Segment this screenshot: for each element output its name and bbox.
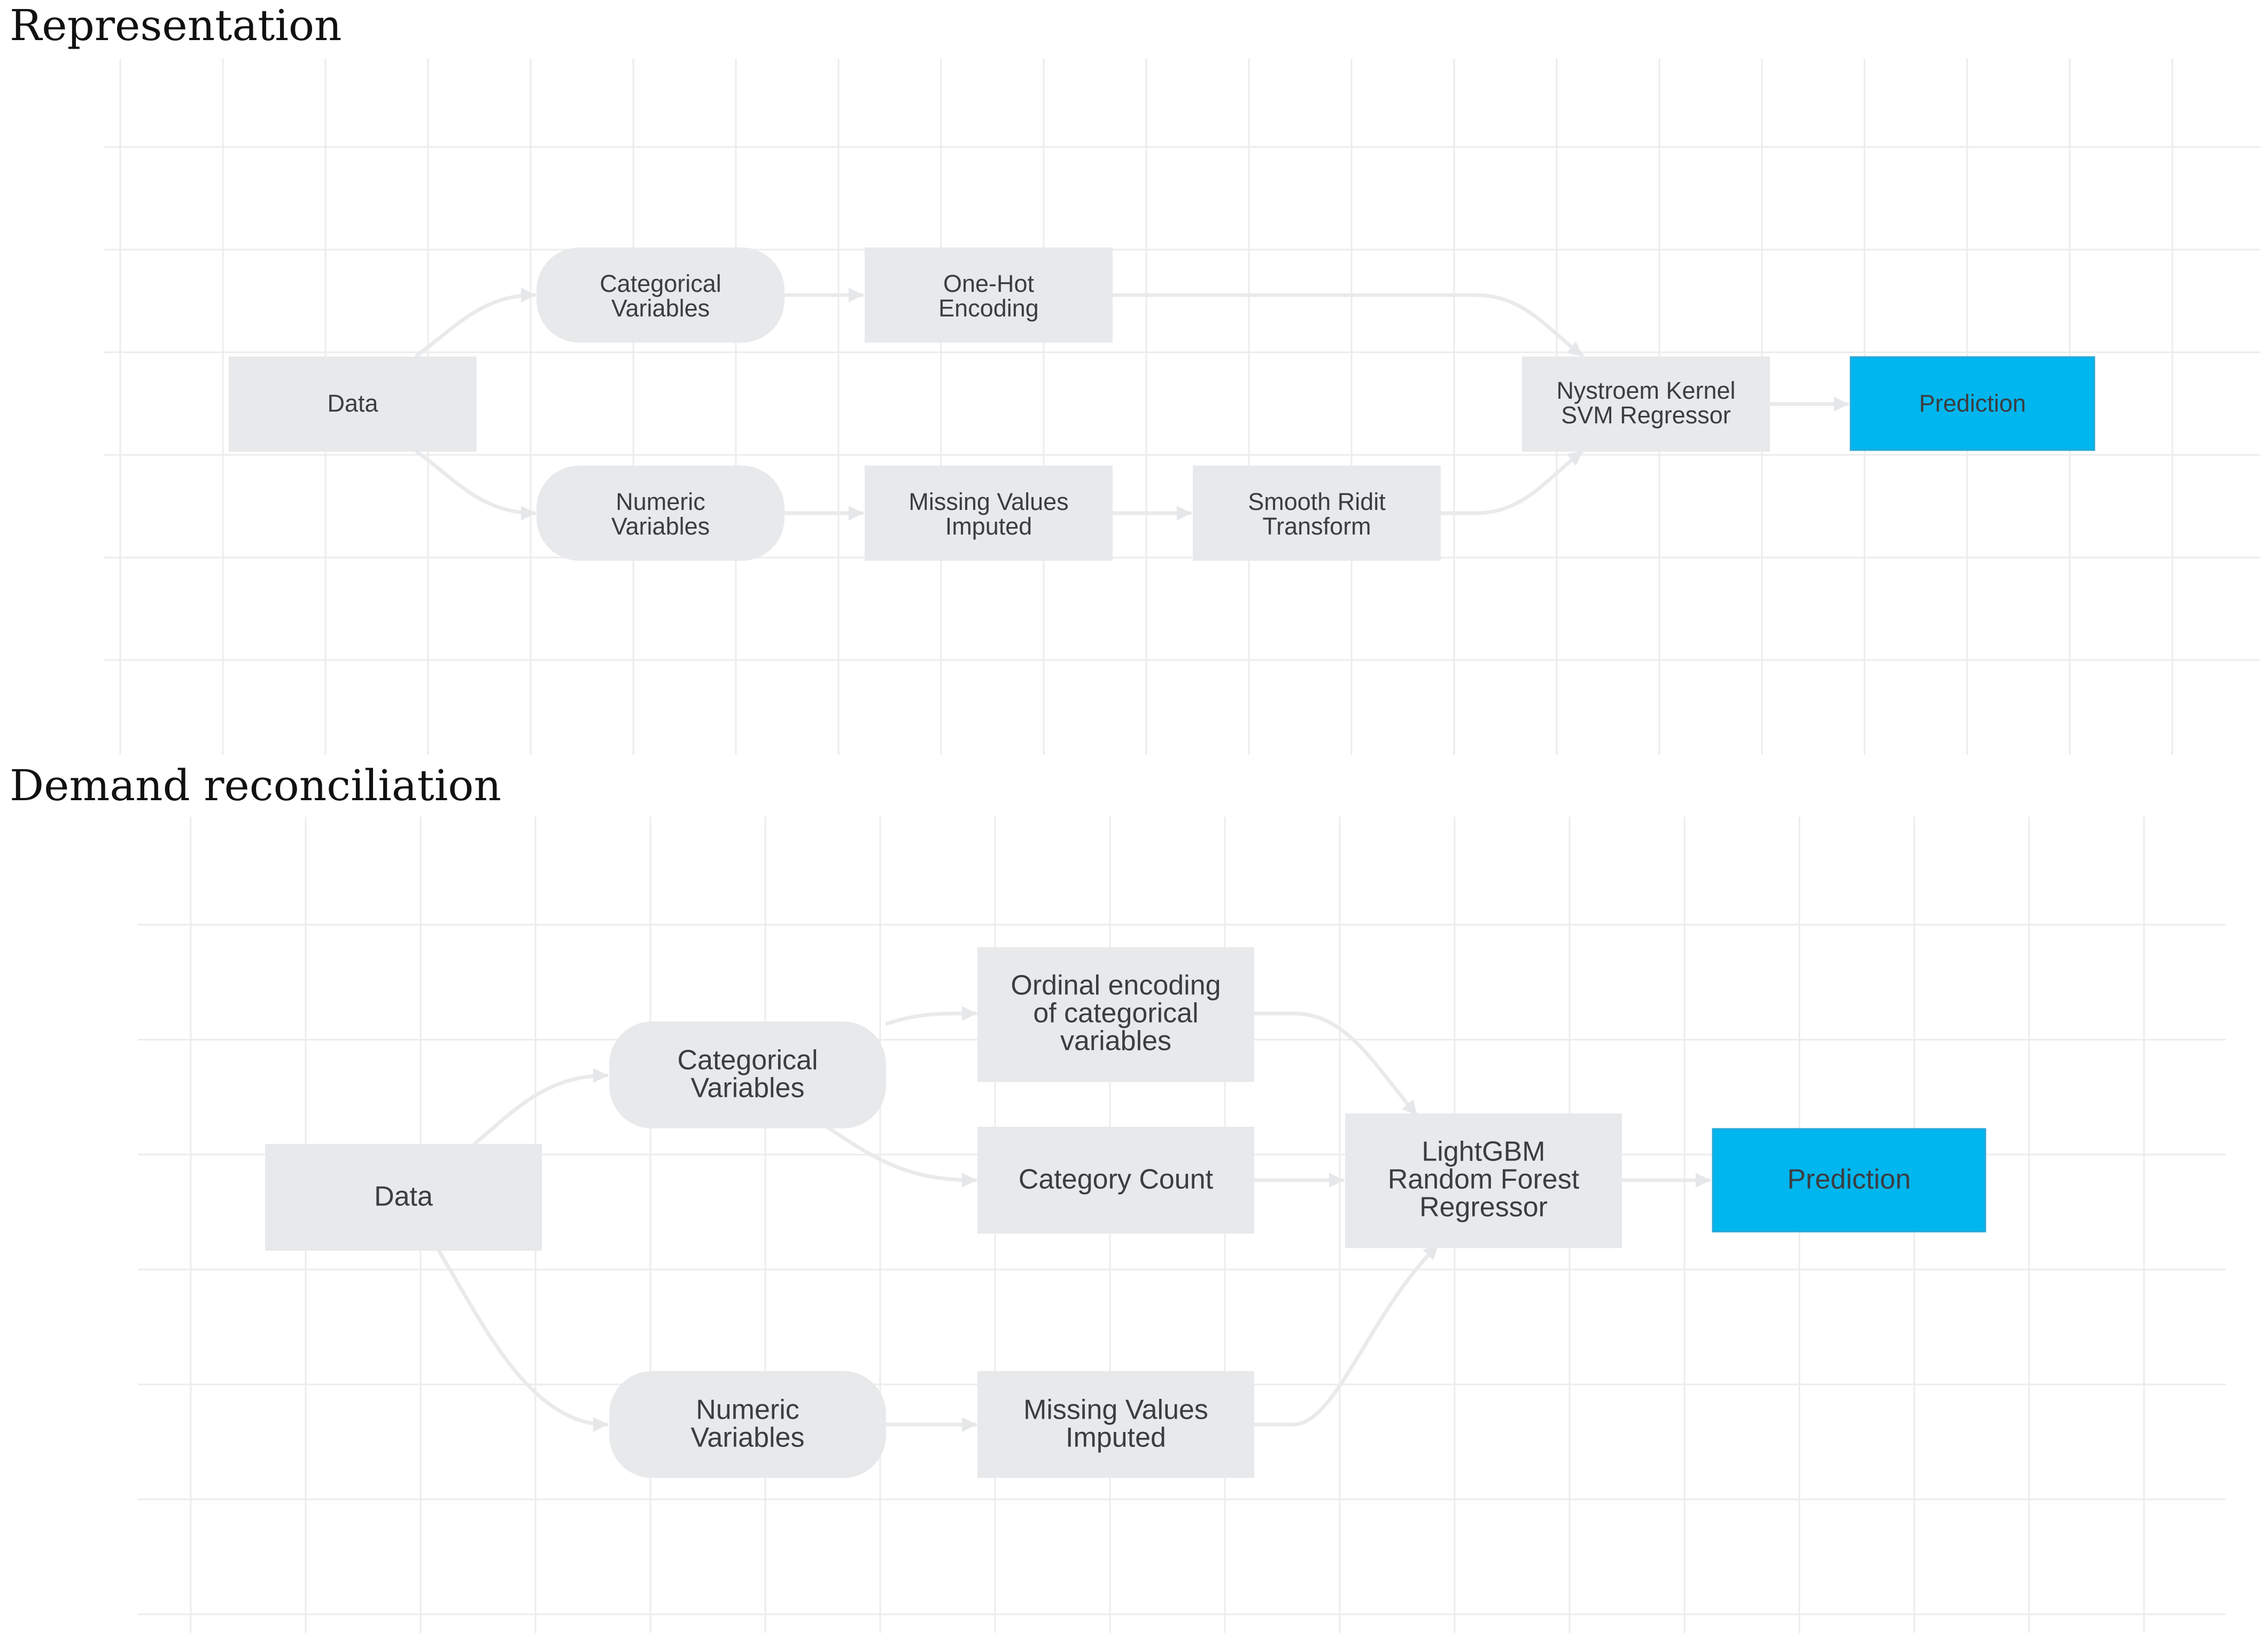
- node-label-line: Random Forest: [1388, 1164, 1580, 1195]
- node-data-label: Data: [327, 390, 378, 417]
- node-label-line: Variables: [611, 513, 710, 540]
- node-data-dr: Data: [265, 1144, 542, 1251]
- node-label-line: Variables: [611, 295, 710, 322]
- node-category-count-label: Category Count: [1019, 1164, 1214, 1195]
- node-label-line: Variables: [691, 1422, 805, 1453]
- edges-representation: [415, 288, 1850, 521]
- node-missing-values-imputed: Missing Values Imputed: [865, 466, 1113, 561]
- node-label-line: Categorical: [600, 270, 721, 297]
- node-label-line: Imputed: [945, 513, 1032, 540]
- node-data: Data: [229, 357, 477, 452]
- node-label-line: Missing Values: [1023, 1395, 1208, 1426]
- section-title-demand-reconciliation: Demand reconciliation: [10, 761, 501, 810]
- node-smooth-ridit-transform: Smooth Ridit Transform: [1193, 466, 1441, 561]
- node-label-line: Variables: [691, 1073, 805, 1104]
- node-label-line: Smooth Ridit: [1248, 488, 1386, 515]
- node-label-line: variables: [1060, 1026, 1171, 1057]
- node-label-line: Ordinal encoding: [1011, 970, 1221, 1001]
- edge-categorical-to-count: [826, 1126, 977, 1188]
- node-numeric-variables-dr: Numeric Variables: [609, 1371, 886, 1478]
- node-label-line: Nystroem Kernel: [1556, 377, 1735, 404]
- node-nystroem-kernel-svm: Nystroem Kernel SVM Regressor: [1522, 357, 1770, 452]
- node-prediction-label: Prediction: [1919, 390, 2026, 417]
- node-label-line: of categorical: [1033, 998, 1198, 1029]
- node-label-line: Imputed: [1066, 1422, 1166, 1453]
- node-one-hot-encoding: One-Hot Encoding: [865, 247, 1113, 343]
- node-label-line: SVM Regressor: [1561, 401, 1731, 429]
- node-data-label: Data: [374, 1181, 433, 1212]
- node-label-line: Encoding: [938, 295, 1039, 322]
- edge-ridit-to-nystroem: [1439, 450, 1584, 515]
- node-label-line: Regressor: [1419, 1192, 1548, 1223]
- edges-demand-reconciliation: [436, 1005, 1711, 1432]
- edge-data-to-numeric: [436, 1248, 609, 1432]
- node-numeric-variables: Numeric Variables: [537, 466, 785, 561]
- node-label-line: Numeric: [616, 488, 705, 515]
- node-categorical-variables-dr: Categorical Variables: [609, 1021, 886, 1128]
- node-missing-values-imputed-dr: Missing Values Imputed: [977, 1371, 1254, 1478]
- edge-data-to-numeric: [415, 450, 537, 521]
- node-prediction-label: Prediction: [1787, 1164, 1910, 1195]
- edge-data-to-categorical: [415, 288, 537, 358]
- edge-missing-to-lightgbm: [1249, 1243, 1440, 1427]
- node-ordinal-encoding: Ordinal encoding of categorical variable…: [977, 947, 1254, 1082]
- node-prediction-demand-reconciliation: Prediction: [1712, 1128, 1986, 1233]
- node-lightgbm-random-forest: LightGBM Random Forest Regressor: [1345, 1113, 1622, 1248]
- edge-data-to-categorical: [472, 1068, 609, 1146]
- edge-categorical-to-ordinal: [885, 1005, 977, 1026]
- edge-ordinal-to-lightgbm: [1249, 1011, 1418, 1117]
- node-prediction-representation: Prediction: [1850, 356, 2095, 451]
- node-label-line: LightGBM: [1422, 1136, 1545, 1167]
- node-category-count: Category Count: [977, 1127, 1254, 1234]
- node-label-line: Transform: [1262, 513, 1371, 540]
- node-label-line: One-Hot: [943, 270, 1035, 297]
- node-label-line: Numeric: [696, 1395, 799, 1426]
- node-categorical-variables: Categorical Variables: [537, 247, 785, 343]
- node-label-line: Categorical: [677, 1045, 818, 1076]
- section-title-representation: Representation: [10, 1, 342, 50]
- edge-onehot-to-nystroem: [1110, 293, 1584, 358]
- node-label-line: Missing Values: [908, 488, 1068, 515]
